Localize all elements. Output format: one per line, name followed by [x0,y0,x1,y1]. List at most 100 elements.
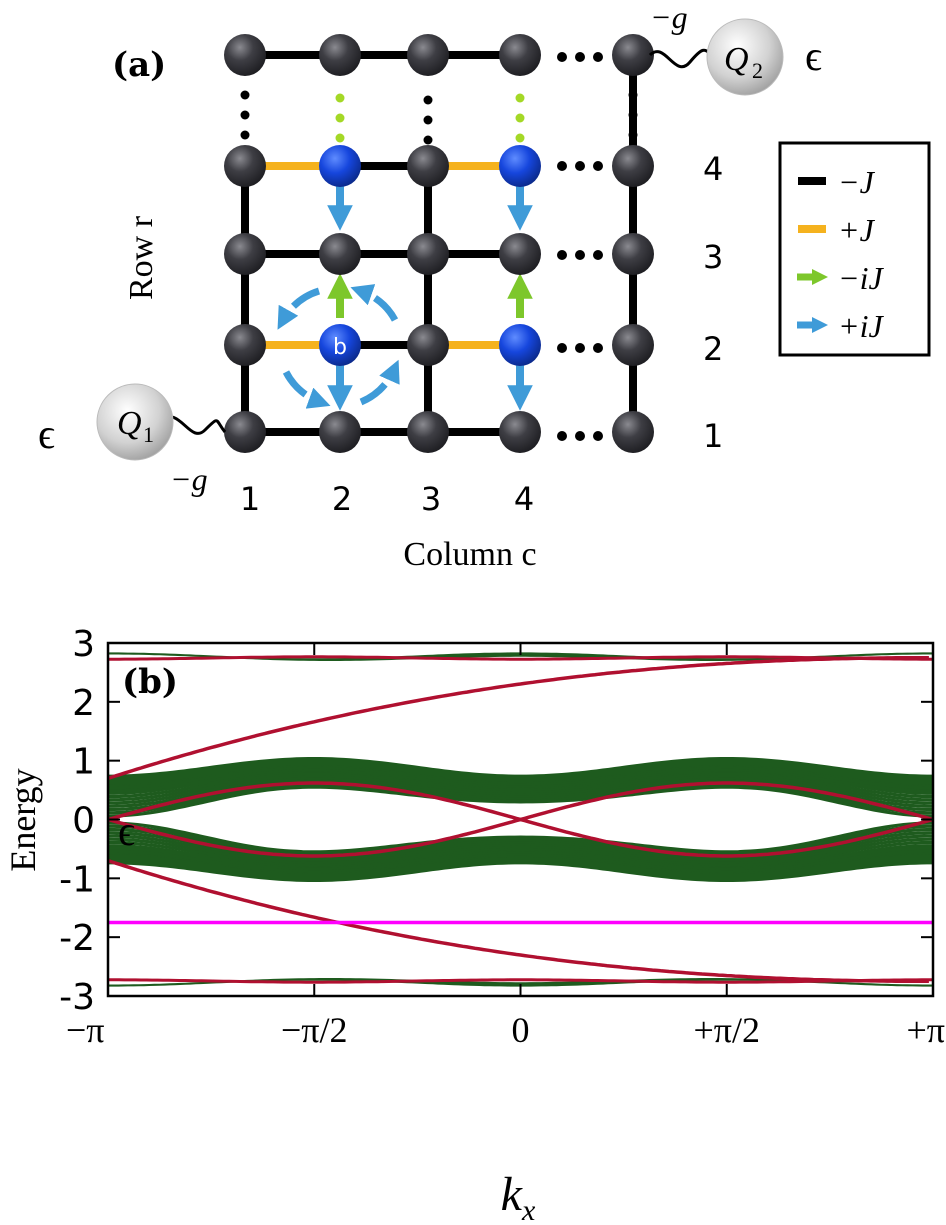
legend-arrowhead-3 [812,317,828,333]
column-number-2: 2 [332,480,352,518]
edge-outer-lower-trace [108,978,933,984]
site-r1-c2 [319,411,361,453]
column-axis-label: Column c [403,536,536,573]
bulk-line-upper-1 [108,783,933,815]
edge-middle-mirror [108,781,933,858]
lattice-sites [224,34,654,453]
site-r2-c2 [319,324,361,366]
qubit-q1-sub: 1 [143,422,154,447]
y-axis-label: Energy [3,768,43,871]
column-numbers: 1 2 3 4 [240,480,534,518]
site-top-c4 [499,34,541,76]
bulk-line-lower-5 [108,837,933,866]
site-top-cn [612,34,654,76]
site-r1-c4 [499,411,541,453]
row-number-1: 1 [703,417,723,455]
qubit-q2: Q 2 [706,18,784,96]
circ-arrow-br [359,359,400,406]
ytick-label-3: 0 [72,801,95,842]
qubit-q1-base: Q [117,405,142,442]
vertical-ellipsis-dots [240,90,638,145]
ytick-label-4: 1 [72,742,95,783]
ytick-label-2: -1 [59,859,95,900]
circ-arrow-bl [282,370,331,409]
legend-entry-2: −iJ [797,260,884,296]
column-number-3: 3 [421,480,441,518]
bulk-line-upper-5 [108,773,933,802]
bulk-line-upper-6 [108,771,933,799]
site-r1-c5 [612,411,654,453]
xtick-label-0: −π [66,1010,104,1050]
column-number-4: 4 [514,480,534,518]
legend-label-1: +J [838,212,876,248]
q1-coupling-label: −g [170,461,208,497]
ytick-label-0: -3 [59,977,95,1018]
circ-arrow-tr [350,284,399,322]
bulk-band-upper-inner-top [108,757,933,785]
epsilon-line-label: ϵ [118,809,135,855]
column-number-1: 1 [240,480,260,518]
coupler-q1 [159,415,227,435]
plot-curves [108,652,933,987]
bulk-line-lower-6 [108,840,933,868]
circulation-arrows [277,284,400,409]
xtick-label-3: +π/2 [694,1010,760,1050]
site-r3-c5 [612,233,654,275]
bulk-line-lower-0 [108,821,933,854]
legend-label-3: +iJ [838,308,884,344]
site-r3-c3 [407,233,449,275]
bulk-line-upper-0 [108,785,933,818]
arrows-plus-ij [327,184,533,411]
site-r1-c1 [224,411,266,453]
bulk-line-lower-3 [108,831,933,861]
xtick-label-4: +π [907,1010,945,1050]
legend-label-0: −J [838,164,876,200]
coupler-q2 [648,48,716,69]
xtick-label-1: −π/2 [281,1010,347,1050]
x-axis-label-base: k [501,1168,524,1221]
edge-outer-upper-trace [108,655,933,661]
row-number-2: 2 [703,330,723,368]
bulk-band-lower-inner-bottom [108,854,933,882]
row-axis-label: Row r [123,215,160,300]
xtick-label-2: 0 [512,1010,530,1050]
bulk-band-lower-outer [108,978,933,987]
axis-ticks [107,642,934,997]
qubit-q2-sub: 2 [752,58,763,83]
ytick-label-6: 3 [72,624,95,665]
bonds-minus-j [241,51,637,436]
x-axis-label: kx [501,1168,536,1225]
site-top-c1 [224,34,266,76]
site-r4-c4 [499,145,541,187]
site-top-c2 [319,34,361,76]
site-r3-c2 [319,233,361,275]
q1-energy-label: ϵ [38,412,55,458]
panel-a: (a) [38,0,931,573]
row-numbers: 1 2 3 4 [703,150,723,455]
site-top-c3 [407,34,449,76]
bulk-line-lower-4 [108,834,933,863]
row-number-3: 3 [703,238,723,276]
panel-a-label: (a) [112,45,166,85]
circ-arrow-tl [277,287,321,330]
site-r2-c5 [612,324,654,366]
site-r4-c1 [224,145,266,187]
site-r3-c1 [224,233,266,275]
row-number-4: 4 [703,150,723,188]
site-r2-c4 [499,324,541,366]
bulk-line-upper-3 [108,778,933,808]
arrows-minus-ij [327,273,533,318]
legend-arrowhead-2 [812,269,828,285]
edge-upper [108,655,929,780]
panel-b-label: (b) [122,662,178,702]
site-r1-c3 [407,411,449,453]
legend-entry-1: +J [798,212,876,248]
site-r4-c5 [612,145,654,187]
x-tick-labels: −π −π/2 0 +π/2 +π [66,1010,945,1050]
site-r3-c4 [499,233,541,275]
site-r4-c2 [319,145,361,187]
bulk-band-upper-outer [108,652,933,661]
